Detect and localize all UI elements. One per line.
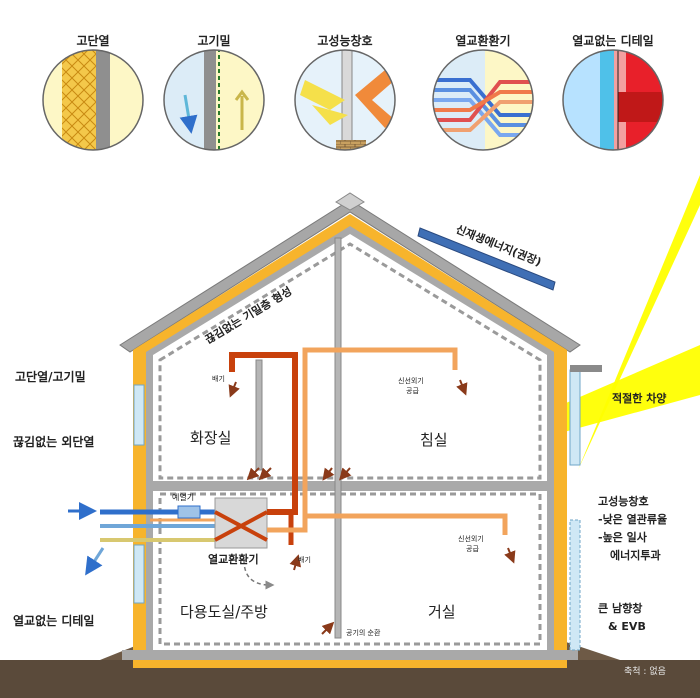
foundation-slab xyxy=(122,650,578,660)
right-window-lower xyxy=(569,519,581,651)
label-fresh-top-1: 신선외기 xyxy=(398,376,424,385)
sun-ray-upper xyxy=(578,175,700,470)
airtight-layer-lower xyxy=(158,492,542,646)
label-preheater: 예열기 xyxy=(172,492,194,502)
room-utility-kitchen: 다용도실/주방 xyxy=(180,603,268,621)
label-window-line2: -높은 일사 xyxy=(598,530,648,544)
label-heat-exchanger: 열교환환기 xyxy=(208,552,259,566)
icon-row: 고단열 고기밀 고성능창호 열교환환기 열교없는 디테일 xyxy=(42,33,664,151)
icon-label-airtight: 고기밀 xyxy=(197,33,230,48)
solar-panel xyxy=(417,227,556,291)
shading-canopy xyxy=(570,365,602,372)
label-exhaust-mid: 배기 xyxy=(298,555,311,564)
label-fresh-mid-1: 신선외기 xyxy=(458,534,484,543)
airtight-layer-upper xyxy=(158,242,542,480)
label-shading: 적절한 차양 xyxy=(612,391,666,405)
heat-exchanger-unit xyxy=(214,497,268,549)
label-scale: 축척 : 없음 xyxy=(624,666,666,677)
room-bedroom: 침실 xyxy=(420,431,448,449)
house xyxy=(119,192,602,668)
label-insulation-airtight: 고단열/고기밀 xyxy=(15,369,86,384)
icon-label-heat-exchange: 열교환환기 xyxy=(455,33,510,48)
label-exhaust-top: 배기 xyxy=(212,374,225,383)
label-external-insulation: 끊김없는 외단열 xyxy=(13,434,94,449)
ventilation-ducts xyxy=(100,347,508,549)
label-air-circulation: 공기의 순환 xyxy=(346,628,381,637)
left-window-upper xyxy=(133,384,145,446)
thermal-bridge-icon xyxy=(562,49,664,151)
icon-label-thermal-bridge: 열교없는 디테일 xyxy=(572,33,653,48)
preheater xyxy=(177,505,201,519)
label-window-title: 고성능창호 xyxy=(598,494,649,508)
airflow-arrows xyxy=(68,379,516,635)
airtight-icon xyxy=(163,49,265,151)
label-fresh-top-2: 공급 xyxy=(406,387,419,395)
label-fresh-mid-2: 공급 xyxy=(466,545,479,553)
icon-label-insulation: 고단열 xyxy=(76,33,109,48)
label-south-window: 큰 남향창 xyxy=(598,601,642,615)
label-window-line1: -낮은 열관류율 xyxy=(598,512,667,526)
floor-slab xyxy=(146,481,554,491)
icon-label-window: 고성능창호 xyxy=(317,33,372,48)
label-window-line3: 에너지투과 xyxy=(610,548,661,562)
insulation-icon xyxy=(42,49,144,151)
room-living: 거실 xyxy=(428,603,456,621)
right-window-upper xyxy=(569,369,581,466)
heat-exchange-icon xyxy=(432,49,534,151)
window-icon xyxy=(294,49,396,151)
left-window-lower xyxy=(133,544,145,604)
label-no-thermal-bridge: 열교없는 디테일 xyxy=(13,613,94,628)
room-bathroom: 화장실 xyxy=(190,429,231,447)
label-evb: & EVB xyxy=(608,620,646,633)
